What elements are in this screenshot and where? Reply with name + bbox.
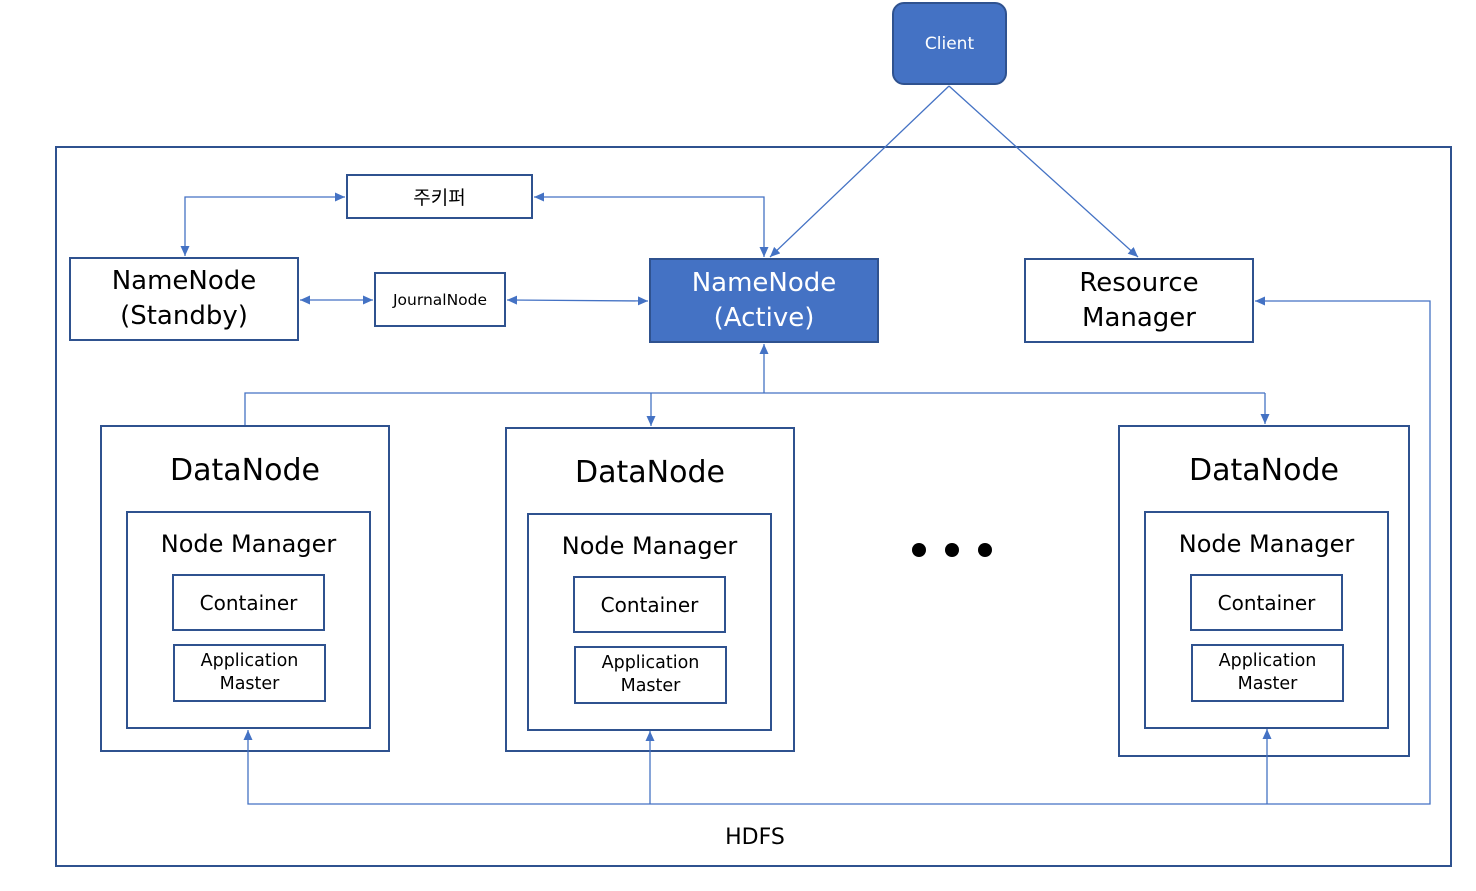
application-master-box: Application Master [173,644,326,702]
namenode-active-state: (Active) [713,302,815,333]
client-node: Client [892,2,1007,85]
application-master-line2: Master [620,676,681,696]
client-label: Client [924,33,975,54]
datanode-2: DataNode Node Manager Container Applicat… [505,427,795,752]
container-box: Container [172,574,325,631]
application-master-line1: Application [200,651,299,671]
datanode-3: DataNode Node Manager Container Applicat… [1118,425,1410,757]
container-box: Container [573,576,726,633]
application-master-line1: Application [1218,651,1317,671]
node-manager: Node Manager Container Application Maste… [126,511,371,729]
datanode-1: DataNode Node Manager Container Applicat… [100,425,390,752]
node-manager: Node Manager Container Application Maste… [527,513,772,731]
application-master-line1: Application [601,653,700,673]
application-master-box: Application Master [574,646,727,704]
application-master-line2: Master [219,674,280,694]
container-label: Container [199,590,298,615]
container-label: Container [1217,590,1316,615]
hdfs-cluster-boundary [55,146,1452,867]
namenode-standby: NameNode (Standby) [69,257,299,341]
application-master-box: Application Master [1191,644,1344,702]
zookeeper-node: 주키퍼 [346,174,533,219]
journalnode: JournalNode [374,272,506,327]
namenode-standby-state: (Standby) [120,301,248,331]
resource-manager-line1: Resource [1079,267,1199,298]
namenode-standby-title: NameNode [111,266,257,296]
container-label: Container [600,592,699,617]
hdfs-label: HDFS [725,825,785,850]
namenode-active-title: NameNode [691,267,837,298]
node-manager-label: Node Manager [1178,530,1355,558]
zookeeper-label: 주키퍼 [413,187,466,209]
application-master-line2: Master [1237,674,1298,694]
journalnode-label: JournalNode [392,290,488,309]
node-manager-label: Node Manager [160,530,337,558]
node-manager: Node Manager Container Application Maste… [1144,511,1389,729]
namenode-active: NameNode (Active) [649,258,879,343]
datanode-title: DataNode [1189,453,1339,488]
container-box: Container [1190,574,1343,631]
datanode-title: DataNode [575,455,725,490]
resource-manager: Resource Manager [1024,258,1254,343]
datanode-title: DataNode [170,453,320,488]
node-manager-label: Node Manager [561,532,738,560]
resource-manager-line2: Manager [1082,302,1196,333]
